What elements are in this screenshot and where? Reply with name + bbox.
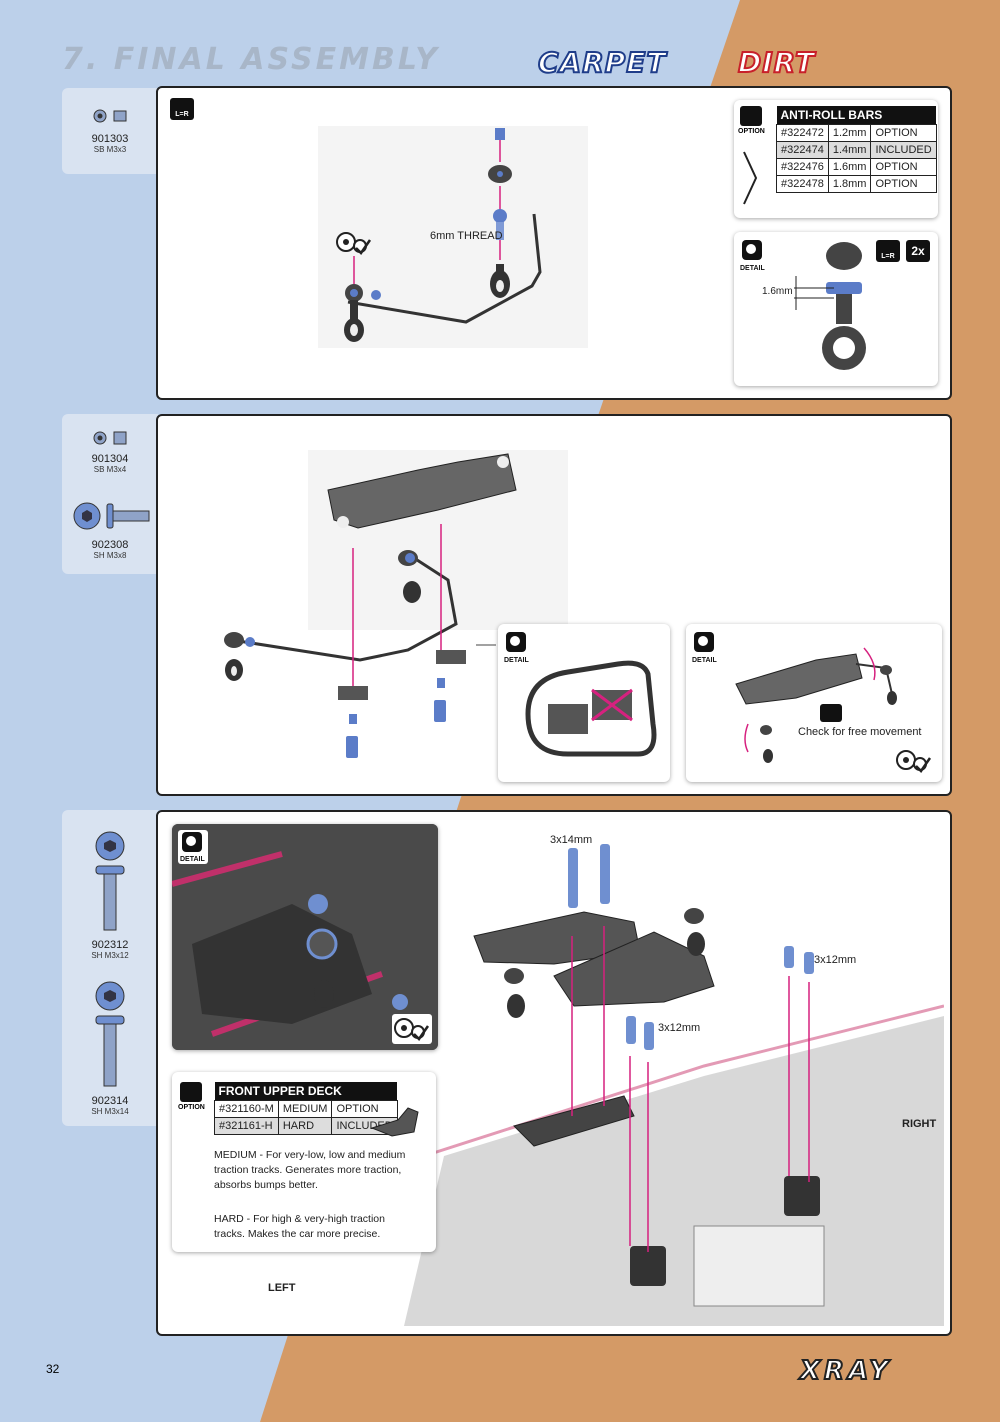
lr-icon: L=R (170, 98, 194, 120)
lr-icon: L=R (876, 240, 900, 262)
step3-panel: 3x14mm 3x12mm 3x12mm RIGHT LEFT DETAIL (156, 810, 952, 1336)
svg-text:DETAIL: DETAIL (740, 265, 765, 272)
brand-dirt: DIRT (737, 45, 816, 80)
part-901304: 901304 SB M3x4 (62, 428, 158, 474)
sprue-illustration (525, 660, 657, 757)
gap-dimension (794, 276, 834, 310)
step1-panel: L=R 6mm THREAD OPTION (156, 86, 952, 400)
socket-head-screw-icon (95, 831, 125, 931)
svg-text:DETAIL: DETAIL (180, 856, 205, 863)
table-title: FRONT UPPER DECK (214, 1082, 398, 1101)
detail-icon: DETAIL (504, 632, 529, 664)
deck-detail-illustration (172, 824, 438, 1050)
check-icon (336, 232, 372, 255)
parts-tab-step1 (62, 88, 158, 174)
part-code: 901303 (91, 133, 129, 145)
part-code: 902314 (91, 1095, 129, 1107)
set-screw-icon (93, 431, 127, 445)
thumbs-up-icon (740, 106, 762, 126)
leader-line (476, 644, 496, 646)
detail-icon: DETAIL (740, 240, 765, 272)
hard-note: HARD - For high & very-high traction tra… (214, 1213, 385, 1240)
medium-note: MEDIUM - For very-low, low and medium tr… (214, 1149, 406, 1191)
anti-roll-bar-illustration (318, 126, 588, 348)
free-movement-illustration (735, 647, 897, 763)
part-902314: 902314 SH M3x14 (62, 978, 158, 1116)
detail-icon: DETAIL (178, 830, 208, 864)
set-screw-icon (93, 109, 127, 123)
ball-joint-detail: DETAIL L=R 2x 1.6mm (734, 232, 938, 386)
xray-logo: XRAY (799, 1355, 893, 1387)
anti-roll-bar-icon (743, 151, 758, 205)
part-code: 901304 (91, 453, 129, 465)
thread-label: 6mm THREAD (430, 230, 503, 242)
part-size: SB M3x3 (93, 145, 127, 154)
check-icon (392, 1014, 432, 1044)
check-icon (896, 750, 932, 773)
page-title: 7. FINAL ASSEMBLY (62, 42, 440, 77)
deck-part-icon (370, 1107, 419, 1137)
socket-head-screw-icon (95, 981, 125, 1087)
part-902312: 902312 SH M3x12 (62, 828, 158, 960)
screw-label-3x12-right: 3x12mm (814, 954, 857, 966)
right-side-label: RIGHT (902, 1118, 937, 1130)
chassis-illustration (404, 844, 944, 1326)
quantity-badge: 2x (906, 240, 930, 262)
page-number: 32 (46, 1362, 60, 1376)
screw-label-3x12-center: 3x12mm (658, 1022, 701, 1034)
svg-text:DETAIL: DETAIL (504, 657, 529, 664)
option-badge: OPTION (178, 1082, 205, 1111)
part-902308: 902308 SH M3x8 (62, 500, 158, 560)
detail-icon: DETAIL (692, 632, 717, 664)
part-901303: 901303 SB M3x3 (62, 108, 158, 154)
part-size: SH M3x14 (91, 1107, 129, 1116)
ball-joint-illustration (822, 242, 866, 370)
part-size: SH M3x8 (93, 551, 127, 560)
deck-detail: DETAIL (172, 824, 438, 1050)
part-code: 902312 (91, 939, 129, 951)
thumbs-up-icon (180, 1082, 202, 1102)
mount-detail-2: DETAIL Check for free movement (686, 624, 942, 782)
left-side-label: LEFT (268, 1282, 296, 1294)
svg-text:DETAIL: DETAIL (692, 657, 717, 664)
part-size: SB M3x4 (93, 465, 127, 474)
deck-mount-illustration (224, 450, 568, 758)
brand-carpet: CARPET (537, 45, 667, 80)
table-title: ANTI-ROLL BARS (776, 106, 937, 125)
part-code: 902308 (91, 539, 129, 551)
option-badge: OPTION (738, 106, 765, 135)
screw-label-3x14: 3x14mm (550, 834, 593, 846)
free-movement-label: Check for free movement (798, 726, 922, 738)
part-size: SH M3x12 (91, 951, 129, 960)
socket-head-screw-icon (73, 502, 150, 530)
mount-detail-1: DETAIL (498, 624, 670, 782)
gap-label: 1.6mm (762, 286, 793, 297)
step2-panel: DETAIL DETAIL Check for free movement (156, 414, 952, 796)
parts-tab-step2 (62, 414, 158, 574)
